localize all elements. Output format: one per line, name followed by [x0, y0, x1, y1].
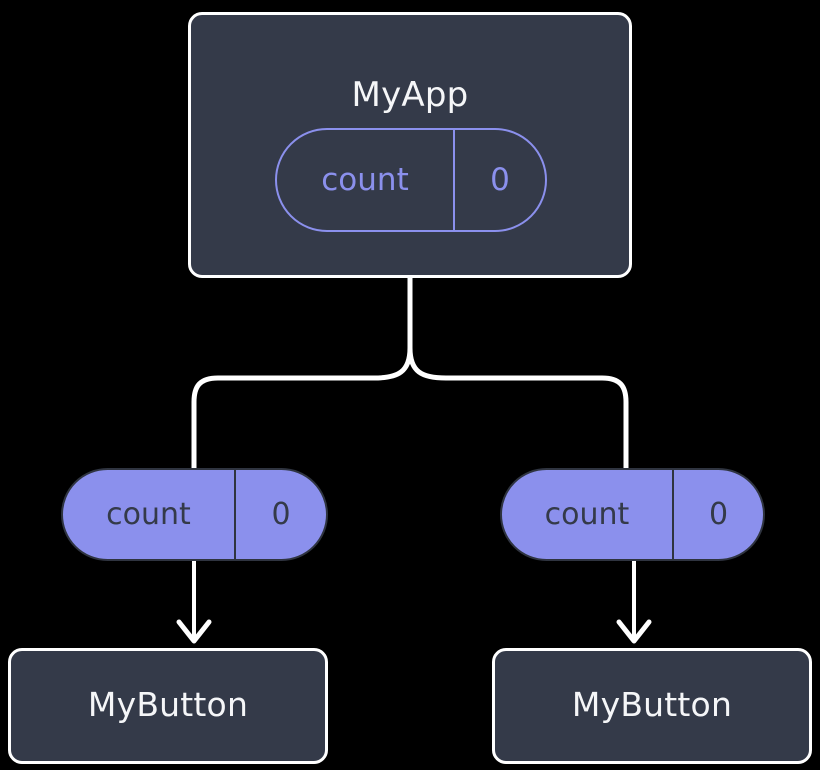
state-pill-myapp[interactable]: count 0 — [275, 128, 547, 232]
props-pill-right-key: count — [544, 497, 630, 532]
props-pill-left-key: count — [106, 497, 191, 532]
props-pill-left[interactable]: count 0 — [61, 468, 328, 561]
arrow-left-head — [176, 619, 212, 644]
arrow-right-head — [616, 619, 652, 644]
component-title-myapp: MyApp — [351, 75, 469, 115]
props-pill-right[interactable]: count 0 — [500, 468, 765, 561]
state-pill-key: count — [321, 162, 409, 198]
edge-fork-right — [407, 345, 629, 471]
component-node-mybutton-right[interactable]: MyButton — [492, 648, 812, 764]
props-pill-left-value: 0 — [234, 470, 326, 559]
component-title-mybutton-left: MyButton — [87, 685, 249, 724]
edge-fork-left — [191, 345, 413, 471]
component-title-mybutton-right: MyButton — [571, 685, 733, 724]
state-pill-value: 0 — [453, 130, 545, 230]
component-node-mybutton-left[interactable]: MyButton — [8, 648, 328, 764]
props-pill-right-value: 0 — [672, 470, 763, 559]
